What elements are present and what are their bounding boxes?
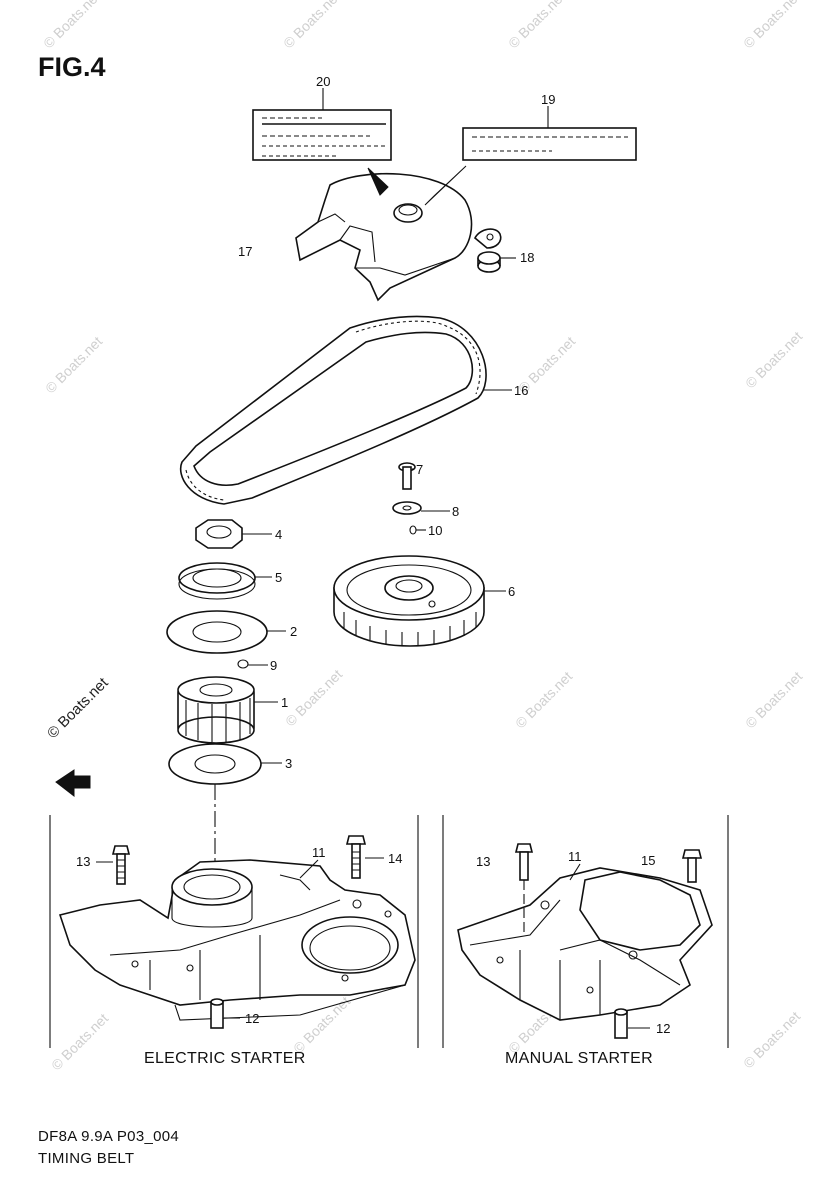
belt-guide-plate <box>166 610 268 654</box>
part-label-12: 12 <box>245 1011 259 1026</box>
part-label-8: 8 <box>452 504 459 519</box>
manual-labels: 13 11 15 12 <box>476 849 670 1036</box>
lower-guide-plate <box>168 743 262 895</box>
leader-lines <box>242 88 549 764</box>
part-label-19: 19 <box>541 92 555 107</box>
cam-washer <box>392 501 422 515</box>
grommet <box>477 251 501 273</box>
front-arrow-icon <box>55 769 91 798</box>
crank-washer <box>178 562 256 600</box>
part-label-11: 11 <box>312 845 326 860</box>
part-label-1: 1 <box>281 695 288 710</box>
figure-code: DF8A 9.9A P03_004 <box>38 1128 180 1145</box>
electric-starter-plate <box>58 859 416 1021</box>
part-label-16: 16 <box>514 383 528 398</box>
part-label-17: 17 <box>238 244 252 259</box>
part-label-12: 12 <box>656 1021 670 1036</box>
key <box>237 659 249 669</box>
part-label-2: 2 <box>290 624 297 639</box>
label-plate-20 <box>252 109 392 161</box>
part-label-14: 14 <box>388 851 402 866</box>
part-label-13: 13 <box>476 854 490 869</box>
part-label-15: 15 <box>641 853 655 868</box>
part-label-9: 9 <box>270 658 277 673</box>
label-plate-19 <box>462 127 637 161</box>
electric-leaders <box>96 857 384 1019</box>
dowel-pin-electric <box>210 998 224 1029</box>
manual-leaders <box>569 863 650 1029</box>
part-label-18: 18 <box>520 250 534 265</box>
bolt-13-manual <box>514 843 534 935</box>
cam-bolt <box>398 462 416 490</box>
part-label-20: 20 <box>316 74 330 89</box>
belt-cover <box>295 165 502 302</box>
bolt-15 <box>681 849 703 883</box>
bolt-13-electric <box>111 845 131 885</box>
electric-labels: 13 14 11 12 <box>76 845 402 1026</box>
cam-pulley <box>333 555 485 647</box>
part-label-10: 10 <box>428 523 442 538</box>
part-label-6: 6 <box>508 584 515 599</box>
manual-starter-plate <box>457 867 713 1021</box>
part-label-3: 3 <box>285 756 292 771</box>
part-label-4: 4 <box>275 527 282 542</box>
figure-title: FIG.4 <box>38 52 106 82</box>
crank-pulley <box>177 676 255 744</box>
part-label-5: 5 <box>275 570 282 585</box>
part-label-7: 7 <box>416 462 423 477</box>
section-label-electric-starter: ELECTRIC STARTER <box>144 1050 306 1067</box>
figure-name: TIMING BELT <box>38 1150 135 1167</box>
dowel-pin-manual <box>614 1008 628 1039</box>
part-label-11: 11 <box>568 849 582 864</box>
section-frames <box>49 815 729 1048</box>
part-label-13: 13 <box>76 854 90 869</box>
part-labels: 20 19 17 18 16 7 8 10 6 4 5 2 9 1 3 <box>238 74 555 771</box>
section-label-manual-starter: MANUAL STARTER <box>505 1050 653 1067</box>
crank-nut <box>195 519 243 549</box>
cam-pin <box>409 525 417 535</box>
bolt-14 <box>345 835 367 879</box>
timing-belt <box>179 315 487 505</box>
